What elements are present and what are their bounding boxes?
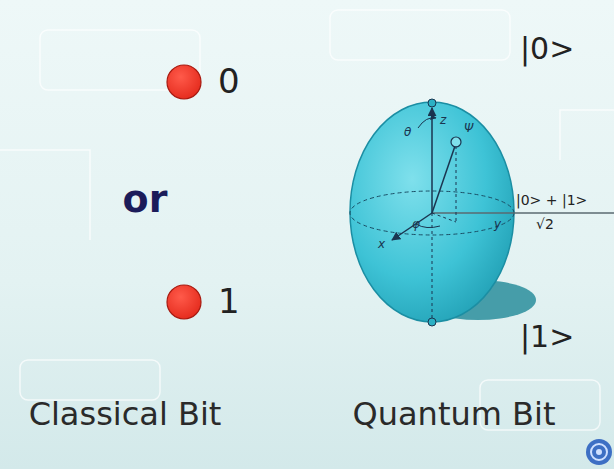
caption-label: Classical Bit [29,398,222,430]
conjunction: or [123,180,168,218]
x-axis [392,213,432,240]
angle-label: φ [412,218,420,230]
ket-label: |1> [520,322,574,352]
superposition-label: |0> + |1> [516,193,587,207]
theta-arc [418,118,436,128]
superposition-label: √2 [536,217,554,231]
background-panels [0,10,614,430]
state-vector [432,146,455,213]
axis-label: z [440,114,446,126]
pole-dot [428,99,436,107]
pole-dot [428,318,436,326]
z-axis-lower [432,213,433,318]
state-label: Ψ [464,122,473,134]
axis-label: y [494,218,501,230]
projection [432,213,456,222]
bit-dot [167,285,201,319]
bit-value: 1 [218,284,240,318]
ket-label: |0> [520,34,574,64]
projection [456,146,457,222]
angle-label: θ [404,126,411,138]
bloch-sphere [350,102,514,322]
state-point [451,137,461,147]
bit-dot [167,65,201,99]
y-axis [432,212,614,214]
caption-label: Quantum Bit [353,398,556,430]
bit-value: 0 [218,64,240,98]
corner-logo [586,439,612,465]
axis-label: x [378,238,385,250]
z-axis [431,108,433,213]
